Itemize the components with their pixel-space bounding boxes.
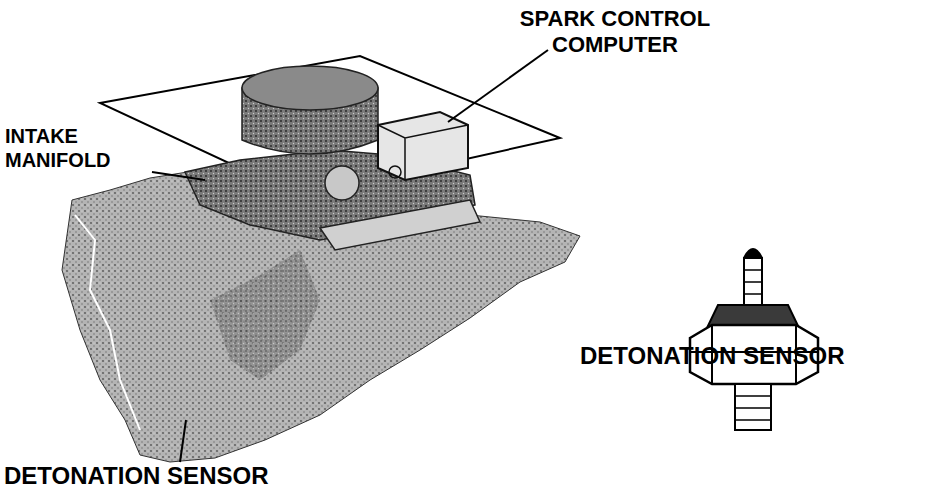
- computer-edges: [378, 125, 468, 180]
- part-label: SPARK CONTROL COMPUTER: [490, 6, 740, 59]
- leader-line: [180, 420, 186, 462]
- part-label: DETONATION SENSOR: [580, 342, 910, 371]
- engine-highlight: [75, 215, 140, 430]
- computer-connector: [389, 166, 401, 178]
- detonation-sensor-drawing: [690, 249, 818, 430]
- spark-control-computer: [378, 112, 468, 180]
- leader-line: [448, 50, 548, 122]
- engine-shadow: [210, 250, 320, 380]
- leader-line: [152, 172, 205, 180]
- part-label: INTAKE MANIFOLD: [5, 124, 155, 172]
- manifold-runner: [320, 200, 480, 250]
- distributor-cap: [325, 166, 359, 200]
- part-label: DETONATION SENSOR: [4, 462, 344, 491]
- air-cleaner-top: [242, 66, 378, 110]
